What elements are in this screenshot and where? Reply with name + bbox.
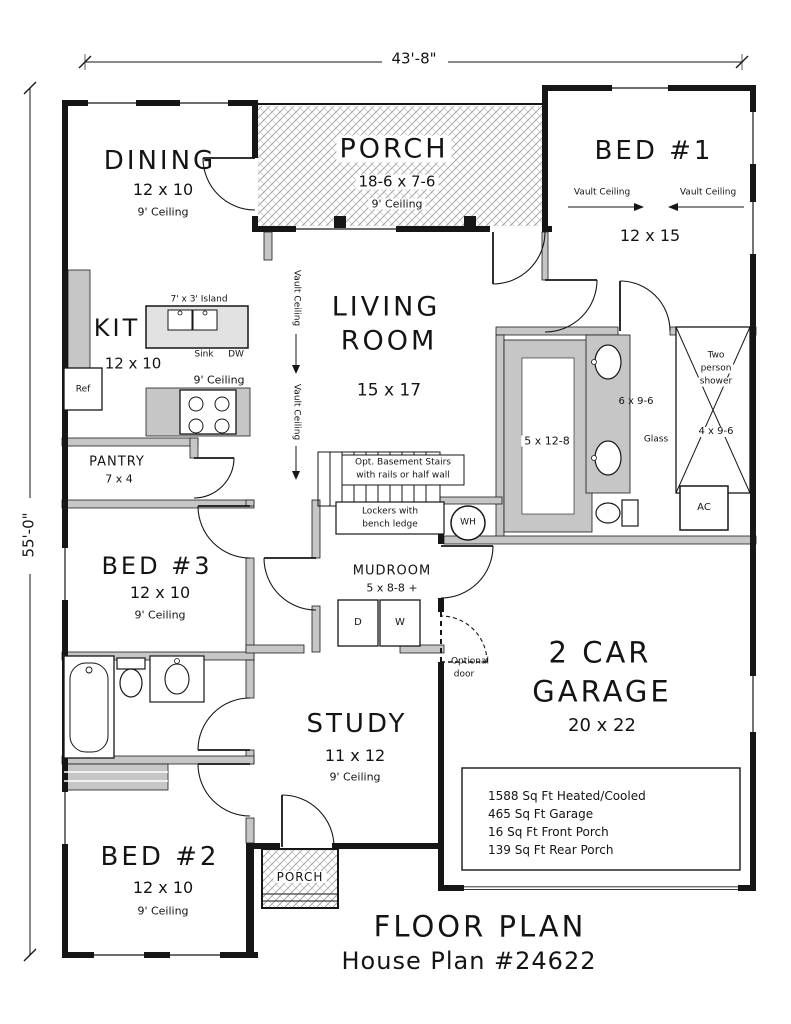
optional-door-label-line2: door	[453, 669, 475, 680]
living-vault-label-1: Vault Ceiling	[291, 269, 302, 327]
study-size-label: 11 x 12	[324, 746, 386, 765]
stairs-note-line1: Opt. Basement Stairs	[354, 457, 452, 468]
stats-line-3: 16 Sq Ft Front Porch	[488, 825, 609, 839]
garage-size-label: 20 x 22	[568, 715, 636, 736]
master-closet-size-label: 5 x 12-8	[521, 435, 573, 447]
shower-size-label: 4 x 9-6	[695, 427, 737, 437]
overall-width-dimension: 43'-8"	[391, 49, 437, 68]
stats-line-4: 139 Sq Ft Rear Porch	[488, 843, 614, 857]
dishwasher-label: DW	[228, 349, 244, 360]
study-room-label: STUDY	[306, 709, 408, 739]
front-porch-label: PORCH	[273, 871, 327, 883]
rear-porch-ceiling-label: 9' Ceiling	[368, 198, 426, 210]
bed2-ceiling-label: 9' Ceiling	[137, 904, 189, 918]
pantry-room-label: PANTRY	[89, 454, 145, 470]
stats-line-1: 1588 Sq Ft Heated/Cooled	[488, 789, 646, 803]
bed3-ceiling-label: 9' Ceiling	[134, 608, 186, 622]
bed1-vault-right-label: Vault Ceiling	[679, 187, 737, 198]
garage-room-label-line1: 2 CAR	[548, 635, 652, 670]
plan-title-line1: FLOOR PLAN	[373, 909, 587, 944]
dining-size-label: 12 x 10	[132, 180, 194, 199]
optional-door-label-line1: Optional	[450, 656, 490, 667]
mudroom-fixtures	[335, 501, 486, 647]
bed1-size-label: 12 x 15	[619, 226, 681, 245]
bed2-size-label: 12 x 10	[132, 878, 194, 897]
rear-porch-label: PORCH	[336, 135, 452, 163]
stats-line-2: 465 Sq Ft Garage	[488, 807, 594, 821]
glass-label: Glass	[643, 434, 669, 445]
shower-label-line1: Two	[704, 351, 728, 361]
bed1-vault-left-label: Vault Ceiling	[573, 187, 631, 198]
study-ceiling-label: 9' Ceiling	[329, 770, 381, 784]
garage-room-label-line2: GARAGE	[532, 674, 672, 709]
washer-label: W	[395, 617, 405, 628]
vault-arrows	[292, 203, 744, 480]
hall-bath-fixtures	[63, 655, 205, 782]
bed2-room-label: BED #2	[100, 842, 220, 872]
dryer-label: D	[354, 617, 362, 628]
kitchen-fixtures	[63, 305, 249, 435]
stairs-note-line2: with rails or half wall	[356, 470, 450, 481]
dining-room-label: DINING	[103, 146, 217, 176]
stats-box	[461, 767, 741, 871]
living-size-label: 15 x 17	[356, 380, 422, 401]
kitchen-size-label: 12 x 10	[104, 354, 162, 373]
mudroom-room-label: MUDROOM	[352, 563, 432, 579]
shower-label-line3: shower	[696, 377, 736, 387]
optional-door	[440, 612, 488, 663]
water-heater-label: WH	[460, 517, 476, 528]
garage-door-opening	[464, 886, 738, 891]
plan-title-line2: House Plan #24622	[341, 947, 597, 975]
sink-label: Sink	[194, 349, 214, 360]
mudroom-size-label: 5 x 8-8 +	[366, 581, 418, 595]
ac-unit-label: AC	[697, 502, 711, 513]
master-bath-size-label: 6 x 9-6	[618, 396, 654, 407]
shower-label-line2: person	[697, 364, 735, 374]
island-label: 7' x 3' Island	[167, 295, 231, 305]
bed1-room-label: BED #1	[594, 136, 714, 166]
overall-height-dimension: 55'-0"	[19, 512, 38, 558]
pantry-size-label: 7 x 4	[105, 472, 133, 486]
lockers-label-line1: Lockers with	[361, 506, 419, 517]
bed3-room-label: BED #3	[101, 552, 213, 580]
bed3-size-label: 12 x 10	[129, 583, 191, 602]
living-room-label-line2: ROOM	[340, 325, 438, 357]
living-room-label-line1: LIVING	[331, 291, 441, 323]
dining-ceiling-label: 9' Ceiling	[137, 205, 189, 219]
windows	[64, 87, 754, 956]
dimension-lines	[23, 54, 749, 962]
fridge-label: Ref	[75, 384, 91, 395]
doors	[193, 157, 671, 848]
lockers-label-line2: bench ledge	[362, 519, 418, 530]
kitchen-room-label: KIT	[93, 314, 141, 342]
living-vault-label-2: Vault Ceiling	[291, 383, 302, 441]
kitchen-ceiling-label: 9' Ceiling	[193, 373, 245, 387]
rear-porch-size-label: 18-6 x 7-6	[355, 174, 439, 190]
